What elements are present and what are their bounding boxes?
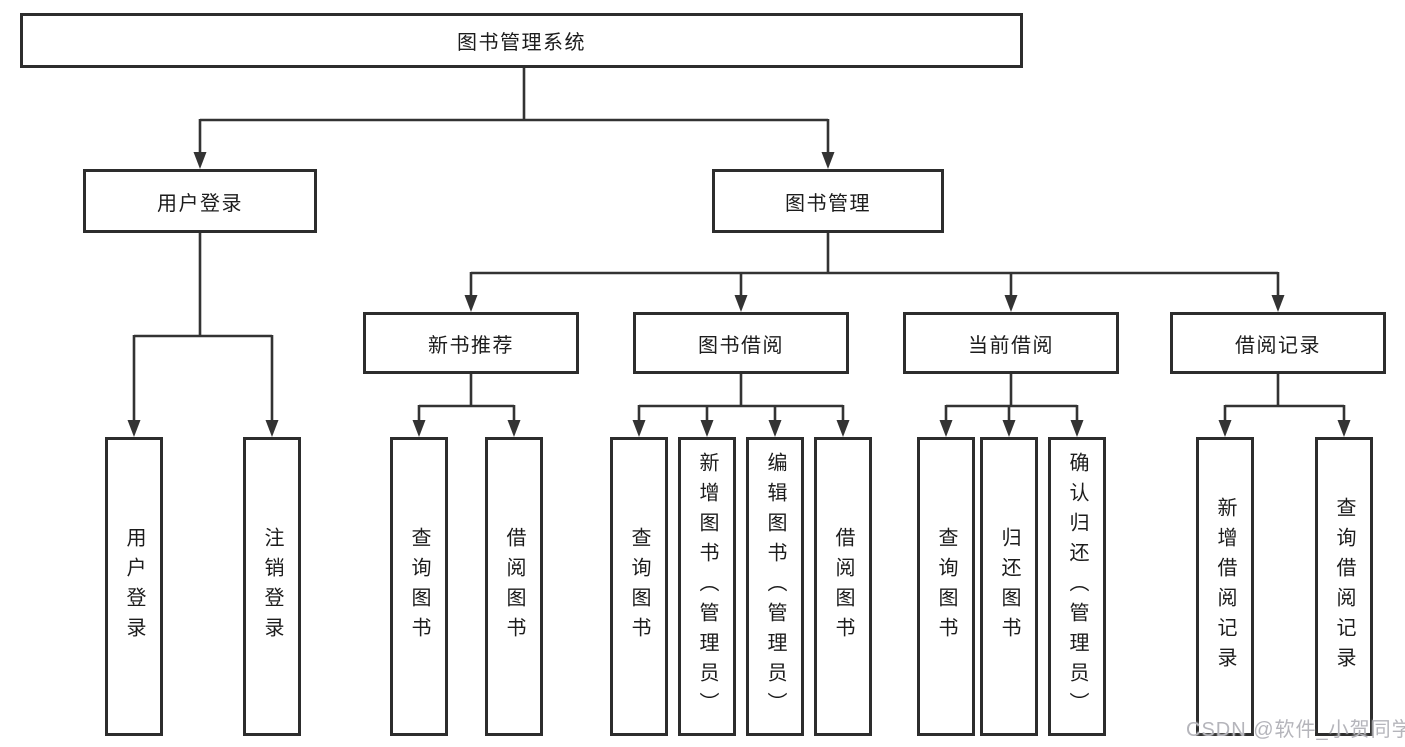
leaf-query-books-borrow: 查询图书 — [610, 437, 668, 736]
leaf-query-borrow-record: 查询借阅记录 — [1315, 437, 1373, 736]
leaf-add-book-admin-label: 新增图书（管理员） — [696, 451, 718, 722]
leaf-confirm-return-admin-label: 确认归还（管理员） — [1066, 451, 1088, 722]
leaf-borrow-books-borrow-label: 借阅图书 — [832, 526, 854, 647]
leaf-user-login: 用户登录 — [105, 437, 163, 736]
leaf-query-books-borrow-label: 查询图书 — [628, 526, 650, 647]
arrow-down-icon — [464, 295, 478, 312]
leaf-query-borrow-record-label: 查询借阅记录 — [1333, 496, 1355, 677]
arrow-down-icon — [734, 295, 748, 312]
node-borrowing-records: 借阅记录 — [1170, 312, 1386, 374]
connector-paths — [132, 68, 1346, 422]
arrow-down-icon — [127, 420, 141, 437]
node-borrowing-records-label: 借阅记录 — [1235, 334, 1321, 357]
node-current-borrowing: 当前借阅 — [903, 312, 1119, 374]
arrow-down-icon — [1002, 420, 1016, 437]
csdn-watermark: CSDN @软件_小贺同学 — [1186, 719, 1405, 741]
leaf-query-books-current: 查询图书 — [917, 437, 975, 736]
leaf-add-borrow-record: 新增借阅记录 — [1196, 437, 1254, 736]
leaf-borrow-books-recommend: 借阅图书 — [485, 437, 543, 736]
arrow-down-icon — [1218, 420, 1232, 437]
leaf-confirm-return-admin: 确认归还（管理员） — [1048, 437, 1106, 736]
node-book-borrowing: 图书借阅 — [633, 312, 849, 374]
node-current-borrowing-label: 当前借阅 — [968, 334, 1054, 357]
arrow-down-icon — [768, 420, 782, 437]
leaf-query-books-recommend-label: 查询图书 — [408, 526, 430, 647]
arrow-down-icon — [265, 420, 279, 437]
arrow-down-icon — [1070, 420, 1084, 437]
leaf-add-book-admin: 新增图书（管理员） — [678, 437, 736, 736]
leaf-user-login-label: 用户登录 — [123, 526, 145, 647]
arrow-down-icon — [700, 420, 714, 437]
leaf-edit-book-admin-label: 编辑图书（管理员） — [764, 451, 786, 722]
leaf-query-books-current-label: 查询图书 — [935, 526, 957, 647]
node-book-management-label: 图书管理 — [785, 192, 871, 215]
arrow-down-icon — [632, 420, 646, 437]
leaf-add-borrow-record-label: 新增借阅记录 — [1214, 496, 1236, 677]
node-new-book-recommendation-label: 新书推荐 — [428, 334, 514, 357]
arrowheads — [127, 152, 1351, 437]
arrow-down-icon — [1004, 295, 1018, 312]
node-book-management: 图书管理 — [712, 169, 944, 233]
arrow-down-icon — [412, 420, 426, 437]
arrow-down-icon — [1271, 295, 1285, 312]
node-root-label: 图书管理系统 — [457, 32, 586, 54]
leaf-borrow-books-borrow: 借阅图书 — [814, 437, 872, 736]
arrow-down-icon — [1337, 420, 1351, 437]
leaf-return-book: 归还图书 — [980, 437, 1038, 736]
node-new-book-recommendation: 新书推荐 — [363, 312, 579, 374]
leaf-logout: 注销登录 — [243, 437, 301, 736]
leaf-query-books-recommend: 查询图书 — [390, 437, 448, 736]
leaf-logout-label: 注销登录 — [261, 526, 283, 647]
arrow-down-icon — [939, 420, 953, 437]
node-user-login-label: 用户登录 — [157, 192, 243, 215]
node-book-borrowing-label: 图书借阅 — [698, 334, 784, 357]
leaf-borrow-books-recommend-label: 借阅图书 — [503, 526, 525, 647]
arrow-down-icon — [193, 152, 207, 169]
leaf-return-book-label: 归还图书 — [998, 526, 1020, 647]
arrow-down-icon — [836, 420, 850, 437]
node-user-login: 用户登录 — [83, 169, 317, 233]
node-root: 图书管理系统 — [20, 13, 1023, 68]
arrow-down-icon — [507, 420, 521, 437]
arrow-down-icon — [821, 152, 835, 169]
leaf-edit-book-admin: 编辑图书（管理员） — [746, 437, 804, 736]
